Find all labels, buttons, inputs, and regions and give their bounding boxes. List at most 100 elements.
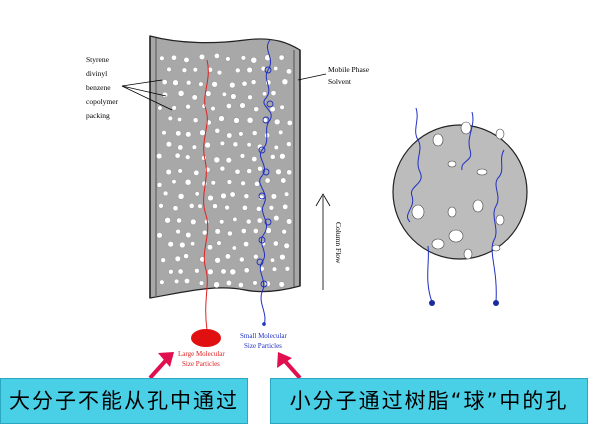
packing-bead — [185, 104, 191, 110]
packing-bead — [210, 180, 216, 186]
packing-bead — [199, 129, 206, 136]
packing-bead — [177, 268, 184, 275]
packing-bead — [270, 90, 277, 96]
packing-bead — [214, 228, 221, 235]
packing-bead — [253, 254, 259, 260]
porous-bead — [392, 124, 528, 260]
packing-bead — [246, 117, 254, 124]
packing-bead — [198, 280, 204, 286]
pore-loop — [264, 218, 272, 226]
packing-pointer-3 — [121, 85, 173, 111]
packing-bead — [201, 180, 208, 187]
packing-bead — [160, 257, 166, 263]
packing-bead — [214, 257, 221, 264]
packing-bead — [175, 229, 181, 235]
packing-bead — [275, 168, 282, 175]
pore-loop — [262, 168, 270, 176]
bead-pores — [411, 121, 505, 260]
packing-bead — [251, 156, 258, 163]
packing-bead — [280, 177, 287, 184]
column-flow-arrowhead — [315, 193, 331, 207]
bead-pore — [491, 244, 501, 252]
packing-bead — [226, 103, 232, 109]
left-callout-arrowhead — [158, 352, 174, 367]
packing-bead — [207, 194, 214, 202]
packing-bead — [214, 53, 220, 59]
packing-bead — [268, 205, 275, 211]
small-particle — [262, 322, 266, 326]
packing-bead — [184, 178, 192, 186]
packing-bead — [161, 130, 167, 136]
pore-loop — [256, 258, 264, 266]
packing-bead — [205, 90, 212, 97]
packing-bead — [177, 168, 183, 174]
packing-bead — [247, 94, 253, 100]
bead-pore — [495, 128, 505, 140]
packing-bead — [251, 130, 258, 136]
packing-bead — [250, 57, 258, 64]
packing-bead — [239, 153, 246, 159]
column-body — [149, 35, 301, 299]
packing-bead — [256, 206, 262, 212]
packing-bead — [238, 131, 244, 137]
packing-bead — [197, 203, 203, 209]
large-particle-label: Large Molecular Size Particles — [178, 350, 226, 368]
packing-bead — [252, 228, 259, 234]
packing-bead — [239, 102, 246, 109]
packing-bead — [281, 229, 287, 235]
packing-bead — [210, 106, 216, 112]
bead-strand-end-right — [493, 300, 499, 306]
pore-loop — [258, 236, 266, 244]
packing-bead — [278, 54, 285, 61]
packing-bead — [284, 191, 290, 197]
packing-label: Styrene divinyl benzene copolymer packin… — [86, 55, 120, 120]
packing-bead — [191, 144, 197, 150]
packing-bead — [232, 216, 238, 222]
bead-strand-3 — [491, 149, 505, 303]
packing-bead — [213, 281, 220, 288]
packing-bead — [167, 115, 173, 121]
packing-bead — [283, 242, 290, 249]
bead-pore — [411, 204, 425, 220]
packing-bead — [279, 254, 286, 261]
packing-bead — [174, 278, 180, 284]
packing-bead — [279, 104, 285, 110]
right-callout-arrowhead — [277, 352, 292, 368]
packing-bead — [198, 81, 204, 87]
packing-bead — [243, 267, 250, 274]
packing-bead — [171, 54, 177, 61]
packing-bead — [240, 180, 246, 186]
packing-bead — [190, 241, 196, 247]
packing-bead — [231, 245, 237, 251]
pore-loop — [258, 146, 266, 154]
packing-bead — [162, 91, 168, 98]
bead-pore — [463, 248, 473, 260]
packing-bead — [164, 217, 171, 224]
packing-bead — [253, 106, 259, 112]
packing-bead — [234, 168, 241, 175]
packing-bead — [190, 218, 197, 225]
packing-bead — [161, 79, 168, 85]
packing-bead — [245, 218, 252, 225]
packing-bead — [201, 229, 208, 236]
large-particle-path — [203, 59, 209, 331]
packing-bead — [282, 203, 289, 210]
packing-bead — [177, 117, 183, 122]
packing-bead — [278, 129, 284, 135]
packing-bead — [219, 140, 225, 146]
packing-bead — [219, 165, 226, 172]
mobile-phase-label: Mobile Phase Solvent — [328, 65, 371, 86]
packing-bead — [272, 240, 279, 247]
packing-bead — [207, 268, 214, 275]
bead-pore — [432, 133, 444, 147]
packing-bead — [224, 253, 231, 260]
packing-bead — [242, 204, 248, 211]
right-callout-arrow — [282, 358, 302, 380]
caption-large-molecules: 大分子不能从孔中通过 — [0, 378, 248, 424]
packing-bead — [174, 152, 181, 159]
packing-bead — [286, 120, 293, 126]
packing-bead — [235, 67, 241, 74]
packing-bead — [240, 55, 246, 61]
packing-bead — [188, 203, 195, 209]
